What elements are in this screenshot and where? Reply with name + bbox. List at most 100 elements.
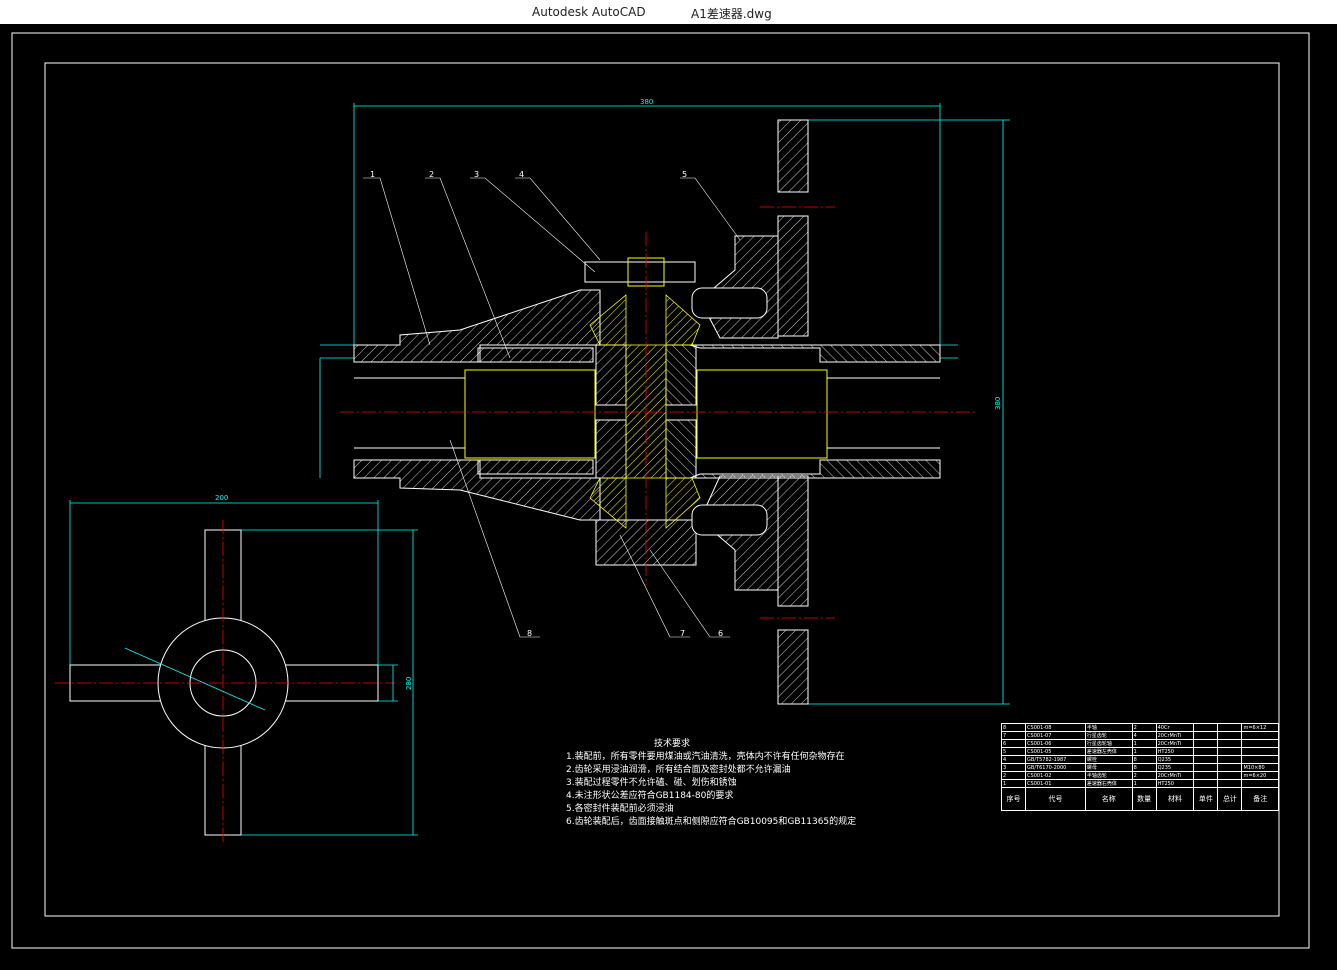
bom-cell: CS001-07 [1025,731,1086,740]
file-name: A1差速器.dwg [691,7,772,21]
bom-cell: m=6×12 [1241,723,1279,732]
svg-text:1: 1 [370,170,375,179]
bom-cell: 行星齿轮轴 [1084,739,1133,748]
housing-section [353,287,941,566]
cad-drawing: 380 380 [11,32,1310,949]
technical-notes: 技术要求 1.装配前，所有零件要用煤油或汽油清洗，壳体内不许有任何杂物存在 2.… [566,738,856,829]
bom-cell [1217,723,1243,732]
cross-center-lines [55,520,395,845]
center-lines [340,206,975,619]
bom-cell: 1 [1131,739,1157,748]
dim-cross-width: 200 [215,494,228,502]
svg-text:2: 2 [429,170,434,179]
bom-header-row: 序号代号名称数量材料单件总计备注 [1000,787,1279,811]
note-item: 2.齿轮采用浸油润滑，所有结合面及密封处都不允许漏油 [566,765,791,775]
bom-header-cell: 序号 [1000,787,1027,811]
bom-cell: 4 [1000,755,1027,764]
bom-cell: 8 [1131,755,1157,764]
bom-cell [1217,755,1243,764]
cross-shaft-view [69,529,379,836]
balloon-labels: 1 2 3 4 5 8 7 6 [370,170,723,638]
cross-dims [69,500,418,836]
bom-cell [1193,779,1219,788]
bom-header-cell: 名称 [1084,787,1133,811]
bom-cell: 6 [1000,739,1027,748]
bom-cell [1241,755,1279,764]
svg-text:8: 8 [527,629,532,638]
bom-cell: CS001-06 [1025,739,1086,748]
bom-cell: GB/T5782-1987 [1025,755,1086,764]
bom-cell: CS001-01 [1025,779,1086,788]
dimension-top [319,103,1010,705]
bom-cell: GB/T6170-2000 [1025,763,1086,772]
bom-cell: 8 [1131,763,1157,772]
bom-cell: 2 [1131,723,1157,732]
bom-header-cell: 备注 [1241,787,1279,811]
bevel-gears [589,294,701,529]
bom-cell: 2 [1131,771,1157,780]
bom-cell: 差速器左壳体 [1084,747,1133,756]
bom-cell [1217,747,1243,756]
bom-cell: HT250 [1155,779,1195,788]
bom-cell: CS001-08 [1025,723,1086,732]
bom-cell: 1 [1131,779,1157,788]
note-item: 3.装配过程零件不允许磕、碰、划伤和锈蚀 [566,778,737,788]
bom-cell: 3 [1000,763,1027,772]
shaft-threads [464,369,828,459]
bom-cell: 40Cr [1155,723,1195,732]
bom-cell: Q235 [1155,763,1195,772]
svg-text:4: 4 [519,170,524,179]
note-item: 6.齿轮装配后，齿面接触斑点和侧隙应符合GB10095和GB11365的规定 [566,817,857,827]
bom-cell [1217,739,1243,748]
bom-cell [1217,779,1243,788]
svg-text:7: 7 [680,629,685,638]
bom-header-cell: 数量 [1131,787,1157,811]
bom-cell: HT250 [1155,747,1195,756]
note-item: 1.装配前，所有零件要用煤油或汽油清洗，壳体内不许有任何杂物存在 [566,752,845,762]
dim-side-height: 380 [994,397,1002,410]
title-bar: Autodesk AutoCAD A1差速器.dwg [0,0,1337,24]
bom-cell: 差速器右壳体 [1084,779,1133,788]
bom-cell [1193,771,1219,780]
svg-text:3: 3 [474,170,479,179]
bom-header-cell: 单件 [1193,787,1219,811]
dim-cross-height: 280 [405,677,413,690]
bom-cell: 20CrMnTi [1155,739,1195,748]
bom-cell: 20CrMnTi [1155,731,1195,740]
bom-cell: 螺栓 [1084,755,1133,764]
bom-cell [1217,763,1243,772]
bom-cell: 1 [1000,779,1027,788]
bom-cell: CS001-02 [1025,771,1086,780]
svg-text:5: 5 [682,170,687,179]
bom-cell: 7 [1000,731,1027,740]
outer-border [11,32,1310,949]
bom-cell [1193,723,1219,732]
bom-cell: 螺母 [1084,763,1133,772]
drawing-canvas[interactable]: 380 380 [0,24,1337,966]
note-item: 4.未注形状公差应符合GB1184-80的要求 [566,791,734,801]
bom-cell: Q235 [1155,755,1195,764]
bolt [584,257,696,287]
bom-cell: 半轴齿轮 [1084,771,1133,780]
bom-cell [1217,731,1243,740]
bom-cell [1241,731,1279,740]
bom-header-cell: 总计 [1217,787,1243,811]
bom-cell [1193,763,1219,772]
bom-cell [1193,739,1219,748]
bom-cell: 行星齿轮 [1084,731,1133,740]
bom-cell [1241,779,1279,788]
bom-cell [1193,731,1219,740]
app-name: Autodesk AutoCAD [532,5,646,19]
dim-top-width: 380 [640,98,653,106]
note-item: 5.各密封件装配前必须浸油 [566,804,674,814]
bom-cell: CS001-05 [1025,747,1086,756]
bom-header-cell: 代号 [1025,787,1086,811]
